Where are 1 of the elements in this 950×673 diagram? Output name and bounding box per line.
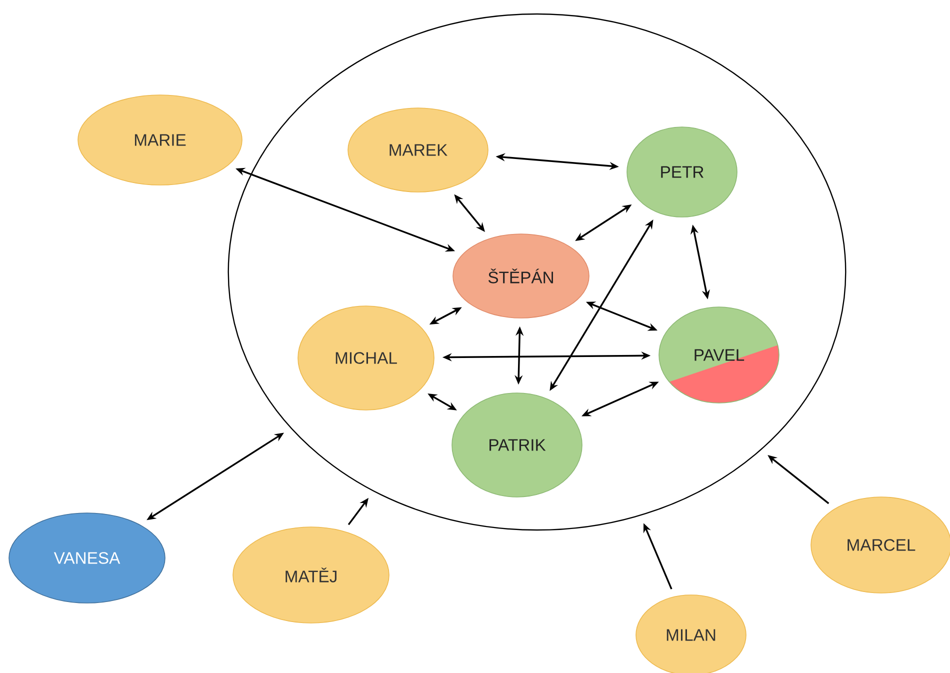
group-ellipse: [228, 13, 846, 531]
